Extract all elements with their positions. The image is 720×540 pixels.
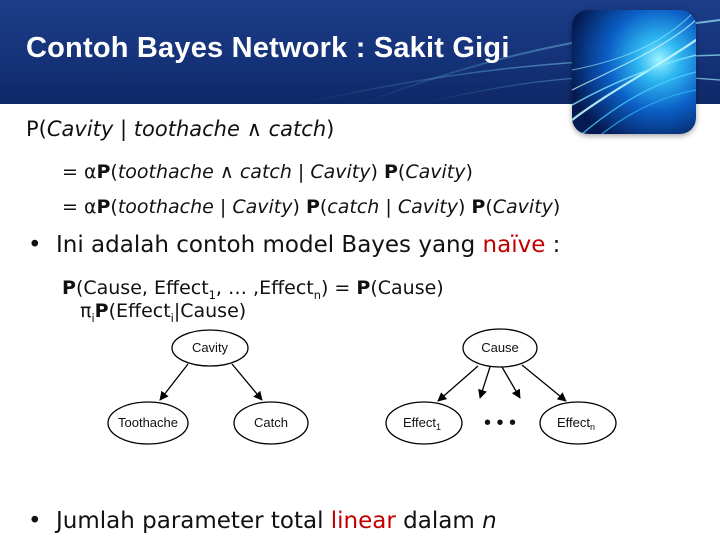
naive-bayes-formula: P(Cause, Effect1, … ,Effectn) = P(Cause) [62,277,444,302]
prob-symbol: P [471,196,486,218]
product-symbol: π [80,300,92,322]
bullet-marker: • [28,232,42,258]
edge-cause-effect3 [501,366,521,399]
node-effectn [539,401,617,445]
var-cavity: Cavity [492,196,553,218]
var-catch: catch [327,196,380,218]
bullet-parameter-count: • Jumlah parameter total linear dalam n [28,508,497,540]
given-bar: | [291,161,311,183]
edge-cavity-toothache [159,363,189,401]
node-cavity-label: Cavity [192,340,229,355]
paren: ) [465,161,473,183]
prob-symbol: P [26,117,39,141]
prob-symbol: P [94,300,109,322]
subscript: i [91,310,95,322]
paren: ( [397,161,406,183]
node-catch-label: Catch [254,415,288,430]
formula-arg: (Effect [108,300,171,322]
node-catch [233,401,309,445]
bullet-naive-bayes: • Ini adalah contoh model Bayes yang naïv… [28,232,560,258]
paren: ( [110,161,118,183]
given-bar: | [379,196,398,218]
formula-args: (Cause, Effect [75,277,209,299]
prob-symbol: P [96,161,111,183]
node-toothache-label: Toothache [118,415,178,430]
ellipsis-dots: • • • [484,412,516,434]
var-cavity: Cavity [46,117,114,141]
var-toothache: toothache [117,161,214,183]
bullet-text: Ini adalah contoh model Bayes yang [56,232,483,258]
prob-symbol: P [62,277,76,299]
var-catch: catch [239,161,292,183]
bayes-network-diagram: Cavity Toothache Catch Cause Effect1 • •… [107,328,617,445]
given-bar: | [213,196,233,218]
bullet-marker: • [28,508,42,534]
edge-cause-effectn [521,364,567,402]
node-cavity [171,329,249,367]
bullet-tail: : [545,232,561,258]
paren: ) [457,196,472,218]
subscript: i [170,310,174,322]
paren: ) [552,196,561,218]
prob-symbol: P [356,277,371,299]
paren: ( [110,196,118,218]
node-toothache [107,401,189,445]
equation-line-1: = αP(toothache ∧ catch | Cavity) P(Cavit… [62,161,473,183]
node-effect1 [385,401,463,445]
var-toothache: toothache [117,196,214,218]
corner-decoration-image [572,10,696,134]
node-effect1-label: Effect1 [403,415,441,432]
var-n: n [482,508,497,534]
highlight-linear: linear [330,508,396,534]
node-effectn-label: Effectn [557,415,595,432]
formula-cond: |Cause) [173,300,247,322]
prob-symbol: P [305,196,320,218]
subscript: 1 [208,287,216,302]
formula-eq: ) = [320,277,357,299]
paren: ( [38,117,47,141]
var-catch: catch [268,117,327,141]
prob-symbol: P [96,196,111,218]
paren: ( [319,196,328,218]
bullet-text: Jumlah parameter total [56,508,331,534]
edge-cavity-catch [231,363,263,401]
query-line: P(Cavity | toothache ∧ catch) [26,117,334,141]
highlight-naive: naïve [482,232,546,258]
eq-lead: = α [62,161,97,183]
edge-cause-effect2 [478,366,491,399]
var-toothache: toothache [133,117,240,141]
naive-bayes-formula-product: πiP(Effecti|Cause) [80,300,246,322]
bullet-mid: dalam [395,508,483,534]
var-cavity: Cavity [397,196,458,218]
paren: ) [326,117,335,141]
var-cavity: Cavity [232,196,293,218]
equation-line-2: = αP(toothache | Cavity) P(catch | Cavit… [62,196,560,218]
node-cause [462,328,538,368]
node-cause-label: Cause [481,340,519,355]
var-cavity: Cavity [405,161,466,183]
prob-symbol: P [383,161,398,183]
formula-mid: , … ,Effect [215,277,314,299]
slide-title: Contoh Bayes Network : Sakit Gigi [26,32,510,64]
and-symbol: ∧ [239,117,269,141]
paren: ( [485,196,493,218]
edge-cause-effect1 [437,365,479,402]
given-bar: | [113,117,134,141]
paren: ) [370,161,384,183]
subscript: n [313,287,321,302]
var-cavity: Cavity [310,161,371,183]
paren: ) [292,196,306,218]
formula-rhs: (Cause) [370,277,444,299]
eq-lead: = α [62,196,97,218]
and-symbol: ∧ [213,161,240,183]
